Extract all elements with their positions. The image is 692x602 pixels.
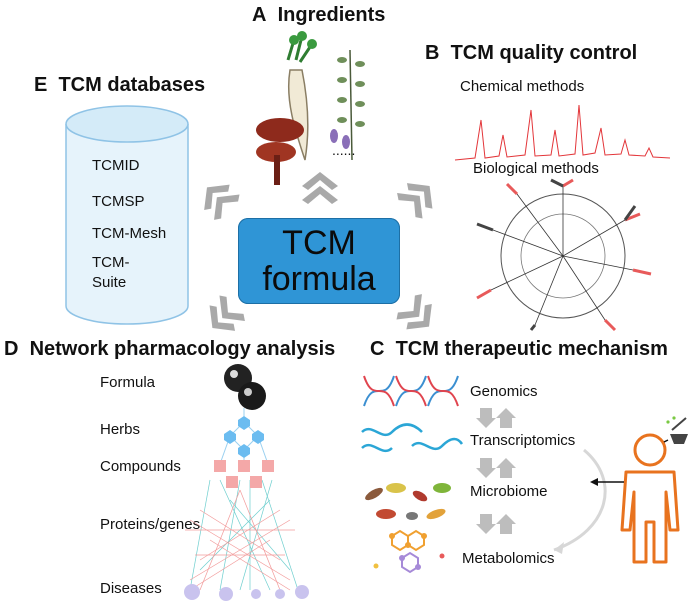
panel-b-heading: B TCM quality control xyxy=(425,42,637,65)
network-level-proteins-genes: Proteins/genes xyxy=(100,516,201,533)
omics-illustrations xyxy=(361,375,464,574)
panel-d-heading: D Network pharmacology analysis xyxy=(4,338,335,361)
network-level-herbs: Herbs xyxy=(100,421,141,438)
omics-metabolomics: Metabolomics xyxy=(462,550,555,567)
phylogenetic-tree xyxy=(476,178,652,332)
omics-transcriptomics: Transcriptomics xyxy=(470,432,576,449)
database-tcmsp: TCMSP xyxy=(92,193,145,210)
chevron-up-left-icon xyxy=(204,184,240,220)
center-line1: TCM xyxy=(282,224,356,262)
patient-figure xyxy=(553,416,688,564)
chevron-up-right-icon xyxy=(397,183,433,219)
chromatogram xyxy=(454,104,671,161)
panel-a-title: Ingredients xyxy=(277,4,386,26)
panel-b-title: TCM quality control xyxy=(450,42,638,64)
panel-d-title: Network pharmacology analysis xyxy=(29,338,336,360)
panel-a-heading: A Ingredients xyxy=(252,4,385,27)
panel-e-heading: E TCM databases xyxy=(34,74,205,97)
biological-methods-label: Biological methods xyxy=(473,160,599,177)
database-cylinder xyxy=(65,105,189,325)
pharmacology-network xyxy=(184,364,309,601)
network-level-compounds: Compounds xyxy=(100,458,181,475)
panel-c-heading: C TCM therapeutic mechanism xyxy=(370,338,668,361)
panel-c-letter: C xyxy=(370,338,385,360)
network-level-formula: Formula xyxy=(100,374,156,391)
database-tcmid: TCMID xyxy=(92,157,140,174)
panel-b-letter: B xyxy=(425,42,440,64)
chemical-methods-label: Chemical methods xyxy=(460,78,585,95)
panel-c-title: TCM therapeutic mechanism xyxy=(395,338,668,360)
database-tcm-suite-line2: Suite xyxy=(92,274,127,291)
chevron-up-icon xyxy=(302,172,338,204)
ingredients-illustration xyxy=(256,31,365,185)
omics-genomics: Genomics xyxy=(470,383,538,400)
database-tcm-suite-line1: TCM- xyxy=(92,254,130,271)
network-level-diseases: Diseases xyxy=(100,580,162,597)
panel-e-letter: E xyxy=(34,74,48,96)
panel-d-letter: D xyxy=(4,338,19,360)
center-line2: formula xyxy=(262,260,376,298)
ingredients-ellipsis: ...... xyxy=(332,142,356,158)
omics-bidirectional-arrows xyxy=(476,408,516,534)
chevron-down-left-icon xyxy=(209,295,245,331)
chevron-down-right-icon xyxy=(396,294,432,330)
tcm-formula-box: TCM formula xyxy=(238,218,400,304)
panel-a-letter: A xyxy=(252,4,267,26)
database-tcm-mesh: TCM-Mesh xyxy=(92,225,167,242)
panel-e-title: TCM databases xyxy=(58,74,206,96)
omics-microbiome: Microbiome xyxy=(470,483,548,500)
